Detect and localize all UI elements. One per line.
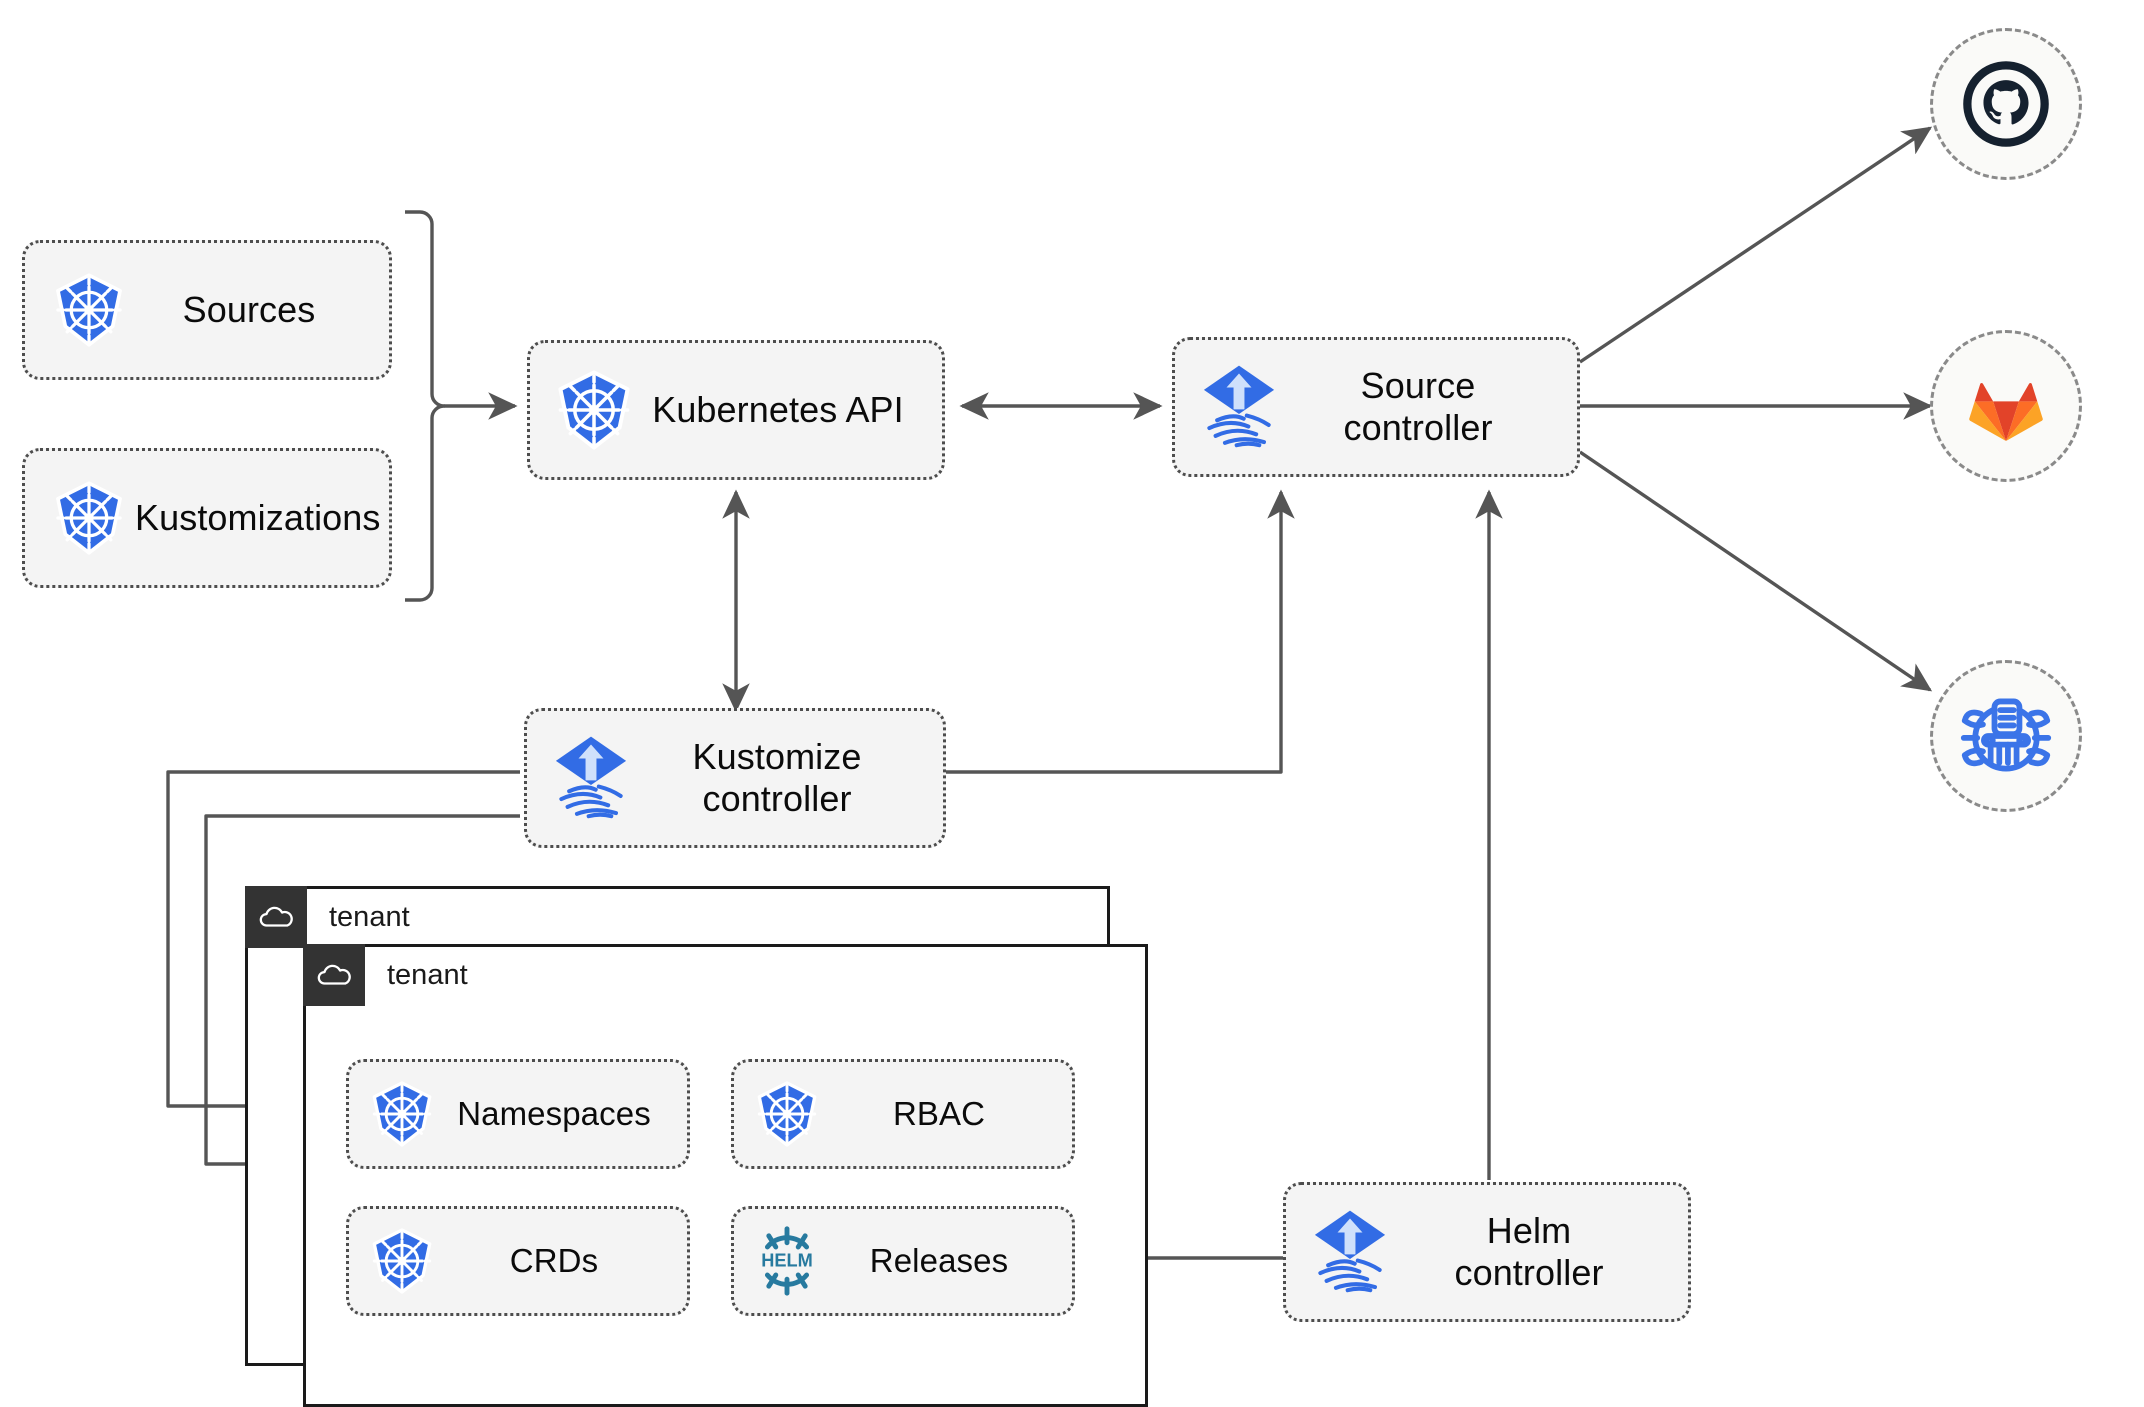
node-source-controller[interactable]: Source controller [1172, 337, 1580, 477]
resource-label: CRDs [509, 1241, 599, 1279]
kubernetes-icon [548, 370, 640, 450]
kubernetes-icon [750, 1081, 824, 1147]
flux-icon [1193, 364, 1285, 450]
node-label: Helm controller [1454, 1209, 1604, 1293]
node-label: Kustomize controller [692, 735, 862, 819]
node-label: Kubernetes API [652, 388, 904, 430]
cloud-icon [245, 886, 307, 948]
kubernetes-icon [43, 481, 135, 555]
tenant-title: tenant [387, 958, 468, 991]
resource-label: Namespaces [457, 1094, 651, 1132]
tenant-panel-front[interactable]: tenant Namespaces RBAC CRDs Release [303, 944, 1148, 1407]
node-helm-controller[interactable]: Helm controller [1283, 1182, 1691, 1322]
tenant-header: tenant [245, 886, 410, 948]
kubernetes-icon [365, 1228, 439, 1294]
card-label: Kustomizations [135, 496, 381, 538]
card-kustomizations[interactable]: Kustomizations [22, 448, 392, 588]
flux-icon [545, 735, 637, 821]
resource-crds[interactable]: CRDs [346, 1206, 690, 1316]
cloud-icon [303, 944, 365, 1006]
resource-rbac[interactable]: RBAC [731, 1059, 1075, 1169]
node-kustomize-controller[interactable]: Kustomize controller [524, 708, 946, 848]
provider-github[interactable] [1930, 28, 2082, 180]
resource-namespaces[interactable]: Namespaces [346, 1059, 690, 1169]
helm-repository-icon [1958, 688, 2054, 784]
kubernetes-icon [43, 273, 135, 347]
helm-icon [750, 1226, 824, 1296]
card-label: Sources [182, 288, 316, 330]
github-icon [1960, 58, 2052, 150]
tenant-title: tenant [329, 900, 410, 933]
resource-label: Releases [869, 1241, 1009, 1279]
flux-icon [1304, 1209, 1396, 1295]
provider-gitlab[interactable] [1930, 330, 2082, 482]
card-sources[interactable]: Sources [22, 240, 392, 380]
provider-helm-repository[interactable] [1930, 660, 2082, 812]
resource-releases[interactable]: Releases [731, 1206, 1075, 1316]
node-label: Source controller [1343, 364, 1493, 448]
tenant-header: tenant [303, 944, 468, 1006]
kubernetes-icon [365, 1081, 439, 1147]
resource-label: RBAC [892, 1094, 986, 1132]
node-kubernetes-api[interactable]: Kubernetes API [527, 340, 945, 480]
gitlab-icon [1960, 360, 2052, 452]
